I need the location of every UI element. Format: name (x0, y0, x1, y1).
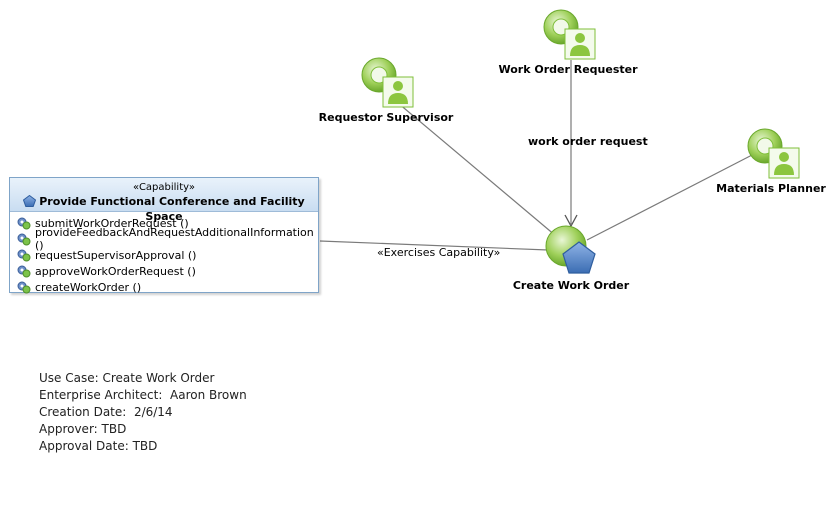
arrowhead-work-order-request-icon (564, 214, 578, 228)
operation-row[interactable]: requestSupervisorApproval () (10, 247, 318, 263)
edge-label-exercises-capability: «Exercises Capability» (377, 246, 501, 259)
pentagon-icon (23, 194, 37, 207)
use-case-label: Create Work Order (512, 279, 630, 292)
operation-gear-icon (17, 217, 31, 229)
pentagon-icon (562, 241, 596, 274)
actor-materials-planner-icon[interactable] (747, 128, 800, 179)
capability-header: «Capability» Provide Functional Conferen… (10, 178, 318, 223)
edge-supervisor-to-usecase[interactable] (397, 102, 557, 237)
capability-operations: submitWorkOrderRequest () provideFeedbac… (10, 212, 318, 295)
operation-label: approveWorkOrderRequest () (35, 264, 196, 278)
operation-label: createWorkOrder () (35, 280, 142, 294)
operation-label: provideFeedbackAndRequestAdditionalInfor… (35, 226, 314, 252)
capability-title: Provide Functional Conference and Facili… (39, 195, 305, 223)
operation-row[interactable]: submitWorkOrderRequest () (10, 215, 318, 231)
use-case-create-work-order-icon[interactable] (545, 225, 596, 274)
capability-title-row: Provide Functional Conference and Facili… (10, 194, 318, 224)
edge-label-work-order-request: work order request (528, 135, 648, 148)
actor-work-order-requester-icon[interactable] (543, 9, 596, 60)
actor-label-work-order-requester: Work Order Requester (498, 63, 638, 76)
note-enterprise-architect: Enterprise Architect: Aaron Brown (39, 388, 247, 402)
actor-label-requestor-supervisor: Requestor Supervisor (318, 111, 454, 124)
operation-gear-icon (17, 265, 31, 277)
edge-usecase-to-capability[interactable] (319, 240, 549, 251)
note-creation-date: Creation Date: 2/6/14 (39, 405, 173, 419)
actor-requestor-supervisor-icon[interactable] (361, 57, 414, 108)
operation-gear-icon (17, 281, 31, 293)
capability-stereotype: «Capability» (133, 182, 195, 193)
note-use-case: Use Case: Create Work Order (39, 371, 215, 385)
edge-planner-to-usecase[interactable] (586, 153, 755, 241)
operation-row[interactable]: approveWorkOrderRequest () (10, 263, 318, 279)
diagram-notes: Use Case: Create Work Order Enterprise A… (39, 370, 247, 455)
capability-box[interactable]: «Capability» Provide Functional Conferen… (9, 177, 319, 295)
note-approver: Approver: TBD (39, 422, 127, 436)
actor-label-materials-planner: Materials Planner (716, 182, 826, 195)
operation-row[interactable]: provideFeedbackAndRequestAdditionalInfor… (10, 226, 318, 252)
operation-gear-icon (17, 233, 31, 245)
operation-label: requestSupervisorApproval () (35, 248, 197, 262)
note-approval-date: Approval Date: TBD (39, 439, 158, 453)
operation-label: submitWorkOrderRequest () (35, 216, 189, 230)
operation-row[interactable]: createWorkOrder () (10, 279, 318, 295)
operation-gear-icon (17, 249, 31, 261)
